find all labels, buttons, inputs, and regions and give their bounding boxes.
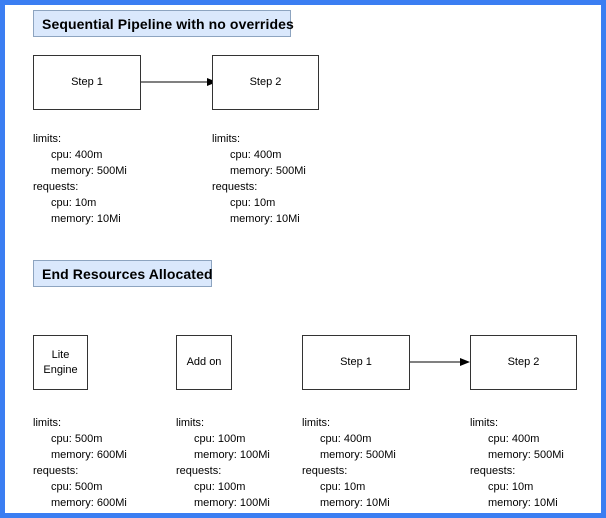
node-add-on[interactable]: Add on	[176, 335, 232, 390]
requests-memory: memory: 100Mi	[194, 497, 270, 509]
limits-memory: memory: 600Mi	[51, 449, 127, 461]
requests-memory: memory: 10Mi	[320, 497, 390, 509]
requests-label: requests:	[212, 181, 258, 193]
resource-spec-lite-engine: limits: cpu: 500m memory: 600Mi requests…	[33, 415, 127, 511]
limits-label: limits:	[33, 417, 62, 429]
requests-label: requests:	[33, 181, 79, 193]
node-label: Step 2	[507, 356, 540, 368]
requests-memory: memory: 10Mi	[488, 497, 558, 509]
resource-spec-step-2: limits: cpu: 400m memory: 500Mi requests…	[212, 131, 306, 227]
limits-memory: memory: 500Mi	[230, 165, 306, 177]
limits-cpu: cpu: 500m	[51, 433, 103, 445]
requests-cpu: cpu: 10m	[320, 481, 366, 493]
diagram-canvas: Sequential Pipeline with no overrides St…	[5, 5, 601, 513]
limits-label: limits:	[470, 417, 499, 429]
limits-memory: memory: 500Mi	[488, 449, 564, 461]
limits-memory: memory: 500Mi	[51, 165, 127, 177]
limits-cpu: cpu: 400m	[230, 149, 282, 161]
node-label: Step 1	[340, 356, 372, 368]
resource-spec-step-1: limits: cpu: 400m memory: 500Mi requests…	[33, 131, 127, 227]
requests-label: requests:	[470, 465, 516, 477]
resource-spec-step-1-allocated: limits: cpu: 400m memory: 500Mi requests…	[302, 415, 396, 511]
limits-memory: memory: 100Mi	[194, 449, 270, 461]
arrow-step1-to-step2	[141, 77, 217, 87]
requests-cpu: cpu: 10m	[488, 481, 534, 493]
node-step-1-allocated[interactable]: Step 1	[302, 335, 410, 390]
node-lite-engine[interactable]: Lite Engine	[33, 335, 88, 390]
node-step-2[interactable]: Step 2	[212, 55, 319, 110]
limits-label: limits:	[33, 133, 62, 145]
limits-label: limits:	[302, 417, 331, 429]
limits-cpu: cpu: 400m	[488, 433, 540, 445]
resource-spec-step-2-allocated: limits: cpu: 400m memory: 500Mi requests…	[470, 415, 564, 511]
limits-memory: memory: 500Mi	[320, 449, 396, 461]
requests-label: requests:	[33, 465, 79, 477]
limits-label: limits:	[176, 417, 205, 429]
requests-cpu: cpu: 500m	[51, 481, 103, 493]
requests-memory: memory: 10Mi	[51, 213, 121, 225]
node-label: Step 1	[71, 76, 103, 88]
node-label: Add on	[186, 356, 222, 368]
resource-spec-add-on: limits: cpu: 100m memory: 100Mi requests…	[176, 415, 270, 511]
limits-cpu: cpu: 400m	[51, 149, 103, 161]
requests-label: requests:	[302, 465, 348, 477]
requests-memory: memory: 600Mi	[51, 497, 127, 509]
limits-cpu: cpu: 100m	[194, 433, 246, 445]
node-step-2-allocated[interactable]: Step 2	[470, 335, 577, 390]
requests-cpu: cpu: 10m	[51, 197, 97, 209]
arrow-step1-to-step2-allocated	[410, 357, 470, 367]
section-title-sequential-pipeline: Sequential Pipeline with no overrides	[33, 10, 294, 37]
node-label-line-2: Engine	[43, 363, 78, 376]
node-label: Step 2	[249, 76, 282, 88]
requests-cpu: cpu: 100m	[194, 481, 246, 493]
requests-label: requests:	[176, 465, 222, 477]
limits-cpu: cpu: 400m	[320, 433, 372, 445]
requests-memory: memory: 10Mi	[230, 213, 300, 225]
node-step-1[interactable]: Step 1	[33, 55, 141, 110]
requests-cpu: cpu: 10m	[230, 197, 276, 209]
section-title-end-resources-allocated: End Resources Allocated	[33, 260, 213, 287]
node-label-line-1: Lite	[51, 348, 70, 361]
limits-label: limits:	[212, 133, 241, 145]
